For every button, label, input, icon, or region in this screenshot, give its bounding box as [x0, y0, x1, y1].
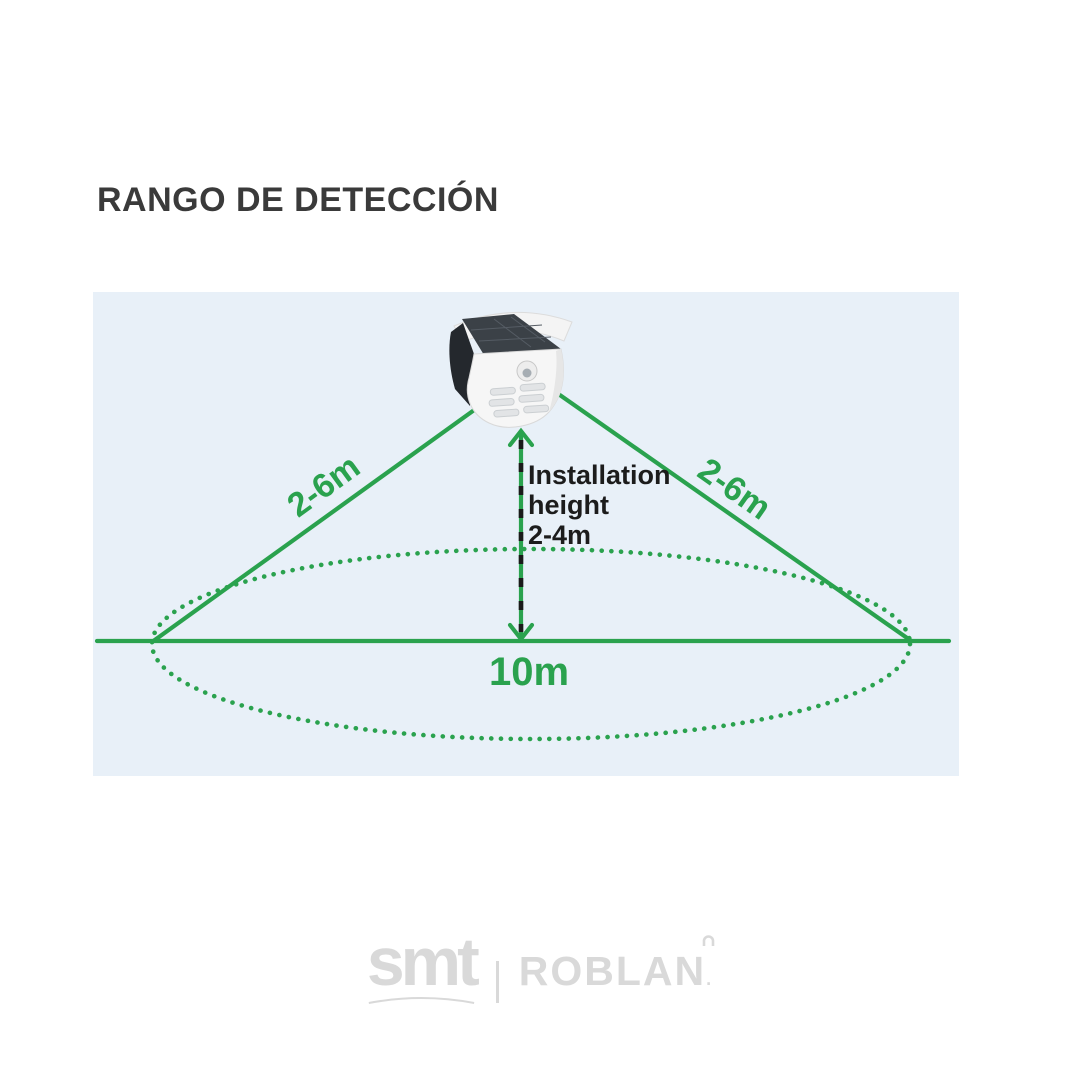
- page-title: RANGO DE DETECCIÓN: [97, 181, 499, 219]
- roblan-logo-text: ROBLAN: [518, 948, 707, 994]
- solar-lamp-image: [449, 311, 573, 428]
- installation-height-line1: Installation: [528, 460, 671, 490]
- ground-width-label: 10m: [488, 650, 570, 694]
- height-arrow: [507, 427, 535, 643]
- smt-logo-text: smt: [366, 924, 480, 1000]
- footer-logos: smt ROBLAN.: [0, 928, 1080, 1018]
- roblan-logo: ROBLAN.: [518, 935, 715, 994]
- installation-height-label: Installation height 2-4m: [528, 460, 671, 550]
- roblan-logo-dot: .: [706, 969, 714, 989]
- detection-diagram-panel: 2-6m 2-6m Installation height 2-4m 10m: [93, 292, 959, 776]
- installation-height-line2: height: [528, 490, 609, 520]
- height-arrow-down-head: [507, 622, 535, 643]
- smt-logo: smt: [367, 928, 480, 1004]
- height-arrow-up-head: [507, 427, 535, 448]
- detection-diagram: [94, 311, 952, 742]
- smt-swoosh-curve: [368, 997, 475, 1004]
- lamp-louvers: [488, 382, 550, 418]
- roblan-lamp-mark-icon: [702, 935, 715, 946]
- detection-ellipse: [149, 546, 913, 742]
- installation-height-line3: 2-4m: [528, 520, 592, 550]
- logo-separator-bar: [495, 961, 499, 1003]
